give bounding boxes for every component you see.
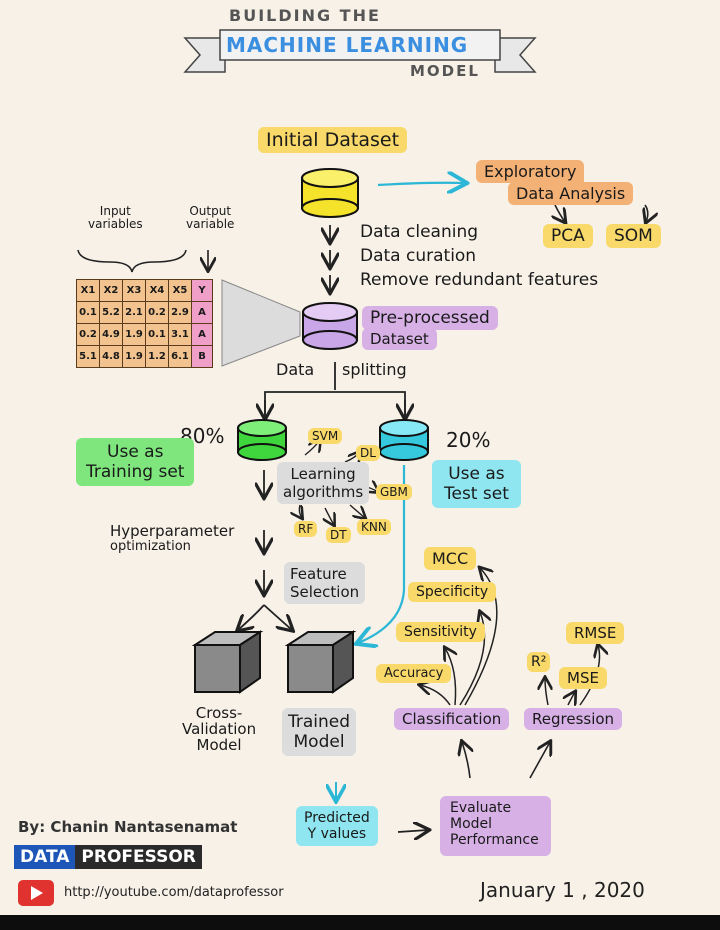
preprocessed-cylinder [302,302,358,350]
trained-model-cube [284,630,357,694]
input-cell: X2 [99,279,123,302]
input-cell: 0.2 [145,301,169,324]
input-cell: 4.9 [99,323,123,346]
test-cylinder [379,419,429,461]
step-remove: Remove redundant features [360,270,599,290]
regression-label: Regression [524,708,623,730]
split-left-label: Data [276,360,315,379]
output-cell: B [191,345,213,368]
bottom-bar [0,915,720,930]
input-cell: X1 [76,279,100,302]
eda-label-2: Data Analysis [508,182,634,205]
cv-model-cube [191,630,264,694]
step-curation: Data curation [360,246,477,266]
input-cell: 2.9 [168,301,192,324]
logo-data: DATA [14,845,76,869]
initial-dataset-cylinder [301,168,359,218]
split-right-label: splitting [342,360,407,379]
input-cell: 3.1 [168,323,192,346]
output-cell: A [191,323,213,346]
output-cell: Y [191,279,213,302]
metric-accuracy: Accuracy [376,664,452,683]
input-cell: X4 [145,279,169,302]
author-byline: By: Chanin Nantasenamat [18,818,238,836]
metric-rmse: RMSE [566,622,625,644]
training-cylinder [237,419,287,461]
preprocessed-label-1: Pre-processed [362,306,498,330]
initial-dataset-label: Initial Dataset [258,127,408,153]
input-cell: 0.1 [76,301,100,324]
banner-ribbon [183,29,537,73]
date-label: January 1 , 2020 [480,878,645,902]
input-cell: 5.1 [76,345,100,368]
input-cell: X5 [168,279,192,302]
banner-line3: MODEL [410,62,480,80]
algo-gbm: GBM [376,484,412,500]
input-cell: 1.9 [122,345,146,368]
algo-dl: DL [356,445,380,461]
metric-r2: R² [527,652,551,672]
preprocessed-label-2: Dataset [362,328,437,350]
algo-dt: DT [326,527,351,543]
youtube-url[interactable]: http://youtube.com/dataprofessor [64,885,284,900]
logo-professor: PROFESSOR [75,845,202,869]
input-cell: 6.1 [168,345,192,368]
data-professor-logo: DATA PROFESSOR [14,845,202,869]
input-cell: 0.2 [76,323,100,346]
algo-rf: RF [294,521,318,537]
banner-title: MACHINE LEARNING [226,33,469,57]
step-cleaning: Data cleaning [360,222,479,242]
algo-knn: KNN [357,519,391,535]
input-cell: 1.2 [145,345,169,368]
classification-label: Classification [394,708,510,730]
youtube-icon [18,880,54,906]
test-percent: 20% [446,428,491,452]
metric-mse: MSE [559,667,607,689]
input-cell: 4.8 [99,345,123,368]
banner-line1: BUILDING THE [229,6,381,25]
eda-label-1: Exploratory [476,160,585,183]
algo-svm: SVM [308,428,343,444]
input-cell: 1.9 [122,323,146,346]
metric-sensitivity: Sensitivity [396,622,485,642]
input-cell: 2.1 [122,301,146,324]
input-cell: X3 [122,279,146,302]
metric-specificity: Specificity [408,582,497,602]
output-cell: A [191,301,213,324]
input-cell: 5.2 [99,301,123,324]
som-label: SOM [606,224,661,248]
input-cell: 0.1 [145,323,169,346]
metric-mcc: MCC [424,547,477,570]
pca-label: PCA [543,224,593,248]
